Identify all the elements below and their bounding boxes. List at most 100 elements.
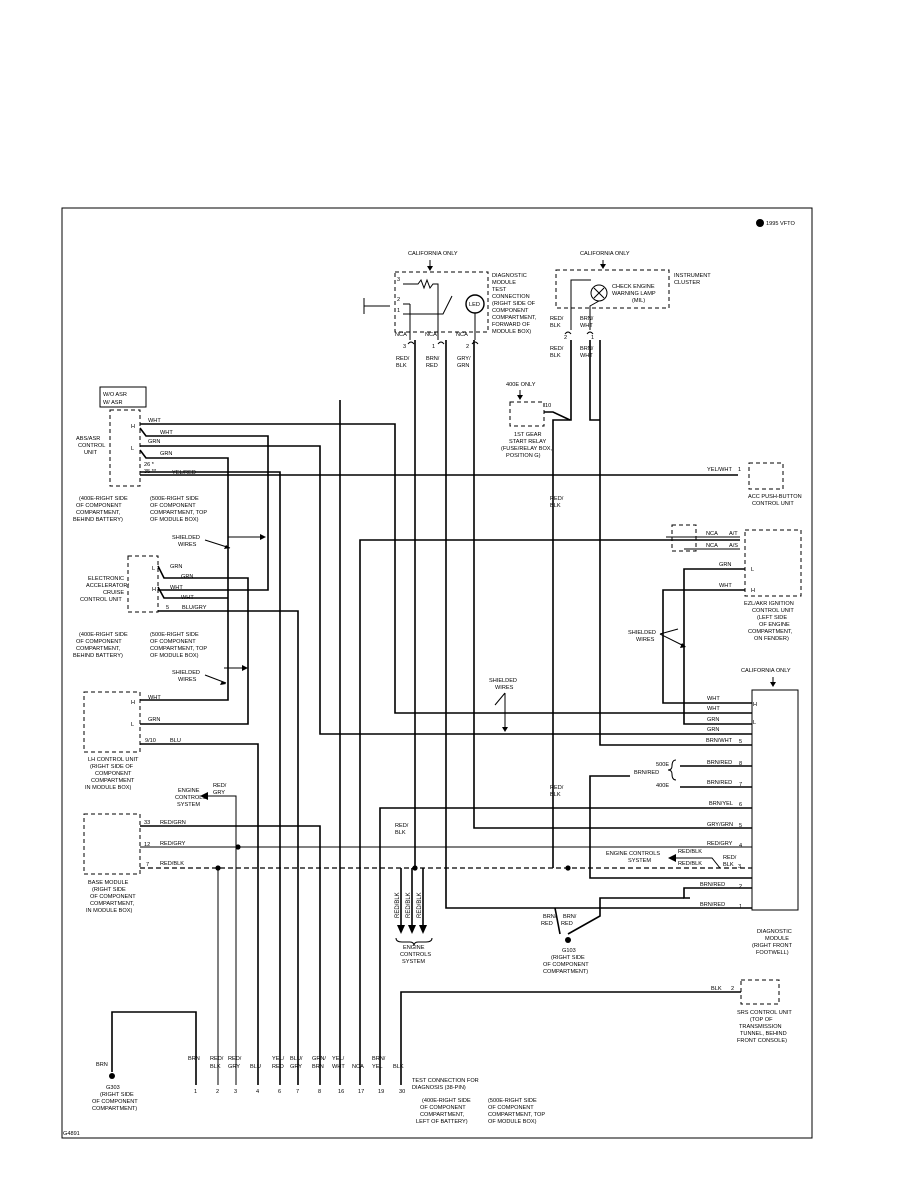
svg-text:BRN/: BRN/ bbox=[543, 914, 557, 920]
svg-text:ENGINE CONTROLS: ENGINE CONTROLS bbox=[606, 851, 660, 857]
svg-text:(500E-RIGHT SIDE: (500E-RIGHT SIDE bbox=[150, 632, 199, 638]
legend-box bbox=[99, 386, 147, 408]
svg-text:BLK: BLK bbox=[395, 830, 406, 836]
relay-wire-label-1: RED/ bbox=[550, 496, 564, 502]
svg-text:4: 4 bbox=[739, 843, 742, 849]
dtc-connector-symbols bbox=[407, 341, 479, 345]
eac-location-400: (400E-RIGHT SIDE OF COMPONENT COMPARTMEN… bbox=[73, 632, 128, 659]
abs-pin-h: H bbox=[131, 424, 135, 430]
connector-wire-label-bottom: BLU bbox=[250, 1064, 261, 1070]
svg-text:BRN/RED: BRN/RED bbox=[700, 882, 725, 888]
svg-text:RED/: RED/ bbox=[550, 316, 564, 322]
svg-text:(400E-RIGHT SIDE: (400E-RIGHT SIDE bbox=[422, 1098, 471, 1104]
copyright-icon bbox=[756, 219, 764, 227]
svg-text:DIAGNOSTIC: DIAGNOSTIC bbox=[757, 929, 792, 935]
diag-grygrn-wire bbox=[473, 340, 752, 829]
svg-text:2: 2 bbox=[466, 344, 469, 350]
svg-text:GRY: GRY bbox=[213, 790, 225, 796]
svg-text:5: 5 bbox=[739, 823, 742, 829]
abs-location-400: (400E-RIGHT SIDE OF COMPONENT COMPARTMEN… bbox=[73, 496, 128, 523]
svg-text:(RIGHT SIDE OF: (RIGHT SIDE OF bbox=[492, 301, 536, 307]
svg-text:CONNECTION: CONNECTION bbox=[492, 294, 530, 300]
diag-bracket: 500E BRN/RED 400E bbox=[589, 759, 752, 879]
acc-name-1: ACC PUSH-BUTTON bbox=[748, 494, 802, 500]
abs-wire-grn-1: GRN bbox=[148, 439, 160, 445]
base-pin-33: 33 bbox=[144, 820, 150, 826]
diag-brnyel-wire bbox=[379, 807, 752, 1085]
base-name: BASE MODULE (RIGHT SIDE OF COMPONENT COM… bbox=[86, 880, 136, 914]
relay-arrow-head bbox=[517, 395, 523, 400]
svg-text:OF COMPONENT: OF COMPONENT bbox=[420, 1105, 466, 1111]
svg-text:MODULE: MODULE bbox=[765, 936, 789, 942]
svg-text:GRN: GRN bbox=[707, 717, 719, 723]
svg-text:FORWARD OF: FORWARD OF bbox=[492, 322, 530, 328]
svg-text:LEFT OF BATTERY): LEFT OF BATTERY) bbox=[416, 1119, 468, 1125]
svg-text:RED/BLK: RED/BLK bbox=[406, 892, 412, 918]
svg-text:RED/GRY: RED/GRY bbox=[707, 841, 733, 847]
svg-text:OF MODULE BOX): OF MODULE BOX) bbox=[150, 517, 199, 523]
svg-text:TRANSMISSION: TRANSMISSION bbox=[739, 1024, 782, 1030]
base-pin-7: 7 bbox=[146, 862, 149, 868]
connector-wire-label-top: RED/ bbox=[210, 1056, 224, 1062]
svg-text:ENGINE: ENGINE bbox=[403, 945, 425, 951]
connector-pin-number: 17 bbox=[358, 1089, 364, 1095]
svg-text:BASE MODULE: BASE MODULE bbox=[88, 880, 129, 886]
svg-text:RED: RED bbox=[426, 363, 438, 369]
connector-wire-label-top: YEL/ bbox=[332, 1056, 345, 1062]
svg-text:5: 5 bbox=[739, 739, 742, 745]
connector-wire-label-bottom: BRN bbox=[312, 1064, 324, 1070]
splice-redblk-center bbox=[412, 865, 418, 871]
svg-text:COMPONENT: COMPONENT bbox=[95, 771, 132, 777]
eac-control-unit-box bbox=[127, 555, 159, 613]
cluster-wire-labels: RED/ BLK BRN/ WHT 2 1 RED/ BLK BRN/ WHT bbox=[550, 316, 594, 359]
svg-text:COMPARTMENT: COMPARTMENT bbox=[91, 778, 135, 784]
svg-text:3: 3 bbox=[738, 864, 741, 870]
svg-text:1: 1 bbox=[739, 904, 742, 910]
connector-wire-label-top: GRN/ bbox=[312, 1056, 326, 1062]
eac-wire-grn-2: GRN bbox=[181, 574, 193, 580]
connector-wire-label-top: BRN/ bbox=[372, 1056, 386, 1062]
svg-text:NCA: NCA bbox=[395, 332, 407, 338]
svg-text:BLK: BLK bbox=[723, 862, 734, 868]
svg-text:RED/: RED/ bbox=[723, 855, 737, 861]
svg-text:G303: G303 bbox=[106, 1085, 120, 1091]
diag-california-only: CALIFORNIA ONLY bbox=[741, 668, 791, 674]
svg-text:(400E-RIGHT SIDE: (400E-RIGHT SIDE bbox=[79, 632, 128, 638]
legend-wo-asr: W/O ASR bbox=[103, 392, 127, 398]
svg-text:CONTROL: CONTROL bbox=[78, 443, 105, 449]
connector-pin-number: 1 bbox=[194, 1089, 197, 1095]
svg-text:WIRES: WIRES bbox=[178, 542, 197, 548]
svg-text:COMPARTMENT,: COMPARTMENT, bbox=[420, 1112, 465, 1118]
svg-text:OF MODULE BOX): OF MODULE BOX) bbox=[488, 1119, 537, 1125]
base-wire-redgrn: RED/GRN bbox=[160, 820, 186, 826]
svg-text:OF COMPONENT: OF COMPONENT bbox=[150, 639, 196, 645]
shielded-wires-3: SHIELDED WIRES bbox=[628, 628, 686, 648]
svg-text:RED/BLK: RED/BLK bbox=[678, 849, 702, 855]
svg-text:(RIGHT FRONT: (RIGHT FRONT bbox=[752, 943, 793, 949]
base-wire-redgry: RED/GRY bbox=[160, 841, 186, 847]
dtc-internal: 3 2 1 LED bbox=[363, 277, 485, 340]
svg-text:OF COMPONENT: OF COMPONENT bbox=[543, 962, 589, 968]
cluster-california-only: CALIFORNIA ONLY bbox=[580, 251, 630, 257]
svg-text:H: H bbox=[753, 702, 757, 708]
connector-wire-label-bottom: BLK bbox=[210, 1064, 221, 1070]
svg-text:G103: G103 bbox=[562, 948, 576, 954]
svg-text:NCA: NCA bbox=[456, 332, 468, 338]
svg-text:L: L bbox=[753, 720, 756, 726]
ezl-wire-wht: WHT bbox=[719, 583, 732, 589]
svg-text:BRN/RED: BRN/RED bbox=[700, 902, 725, 908]
ezl-pin-h: H bbox=[751, 588, 755, 594]
cluster-inner-left bbox=[570, 279, 591, 330]
ezl-pin-l: L bbox=[751, 567, 754, 573]
diagnostic-module-box bbox=[751, 689, 799, 911]
svg-text:TEST: TEST bbox=[492, 287, 507, 293]
svg-text:CONTROL UNIT: CONTROL UNIT bbox=[752, 608, 794, 614]
svg-text:(RIGHT SIDE: (RIGHT SIDE bbox=[100, 1092, 134, 1098]
svg-text:RED/: RED/ bbox=[550, 346, 564, 352]
svg-text:BLK: BLK bbox=[396, 363, 407, 369]
connector-wire-label-bottom: BLK bbox=[393, 1064, 404, 1070]
connector-pin-number: 3 bbox=[234, 1089, 237, 1095]
svg-text:BRN: BRN bbox=[96, 1062, 108, 1068]
svg-text:COMPARTMENT, TOP: COMPARTMENT, TOP bbox=[150, 510, 207, 516]
svg-text:OF COMPONENT: OF COMPONENT bbox=[90, 894, 136, 900]
